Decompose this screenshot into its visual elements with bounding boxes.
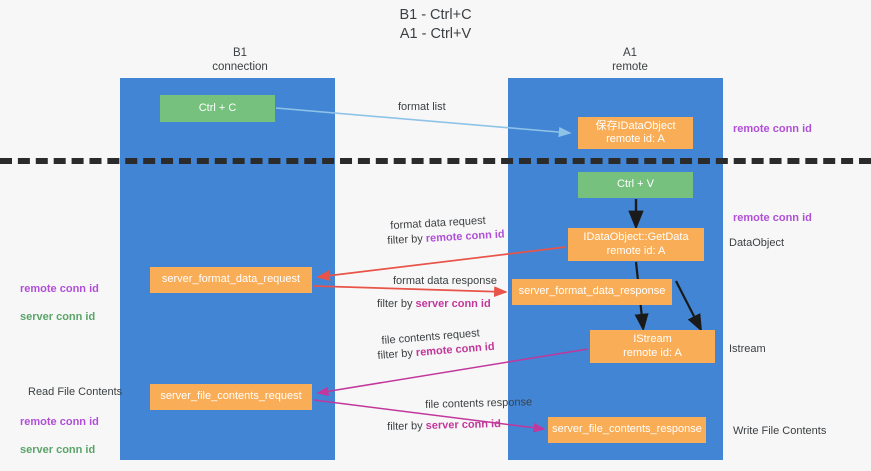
node-idataobject-getdata[interactable]: IDataObject::GetData remote id: A: [568, 228, 704, 261]
filter-key-server-conn-id: server conn id: [415, 298, 491, 310]
column-header-b1: B1 connection: [212, 47, 268, 73]
edge-label-format-list: format list: [398, 101, 446, 113]
column-header-a1: A1 remote: [612, 47, 648, 73]
annotation-remote-conn-id-top: remote conn id: [733, 123, 812, 135]
arrow-format-data-request: [316, 246, 567, 281]
node-server-format-data-request[interactable]: server_format_data_request: [150, 267, 312, 293]
node-ctrl-c[interactable]: Ctrl + C: [160, 95, 275, 122]
annotation-istream: Istream: [729, 343, 766, 355]
annotation-left-conn-ids-bottom: remote conn id server conn id: [20, 401, 99, 471]
filter-prefix: filter by: [387, 419, 426, 433]
dashed-divider: [0, 158, 871, 164]
filter-prefix: filter by: [387, 232, 427, 247]
page-title: B1 - Ctrl+C A1 - Ctrl+V: [399, 7, 472, 42]
node-server-file-contents-response[interactable]: server_file_contents_response: [548, 417, 706, 443]
annotation-server-conn-id: server conn id: [20, 311, 96, 323]
node-ctrl-v[interactable]: Ctrl + V: [578, 172, 693, 198]
edge-label-format-data-response: format data response: [393, 275, 497, 287]
node-server-format-data-response[interactable]: server_format_data_response: [512, 279, 672, 305]
node-save-idataobject[interactable]: 保存IDataObject remote id: A: [578, 117, 693, 149]
edge-label-format-data-response-filter: filter by server conn id: [377, 297, 491, 311]
annotation-read-file-contents: Read File Contents: [28, 386, 123, 398]
annotation-remote-conn-id-mid: remote conn id: [733, 212, 812, 224]
edge-label-file-contents-response-filter: filter by server conn id: [387, 417, 501, 434]
arrow-format-data-response: [313, 285, 508, 298]
arrow-file-contents-response: [313, 399, 546, 433]
filter-prefix: filter by: [377, 346, 417, 362]
arrow-format-list: [275, 107, 572, 138]
annotation-server-conn-id: server conn id: [20, 444, 96, 456]
edge-label-file-contents-response: file contents response: [425, 396, 533, 411]
node-server-file-contents-request[interactable]: server_file_contents_request: [150, 384, 312, 410]
filter-prefix: filter by: [377, 298, 416, 310]
arrow-response-istream: [675, 280, 703, 332]
annotation-left-conn-ids-top: remote conn id server conn id: [20, 268, 99, 338]
annotation-remote-conn-id: remote conn id: [20, 283, 99, 295]
annotation-dataobject: DataObject: [729, 237, 785, 249]
arrow-file-contents-request: [316, 348, 589, 397]
annotation-remote-conn-id: remote conn id: [20, 416, 99, 428]
annotation-write-file-contents: Write File Contents: [733, 425, 827, 437]
filter-key-server-conn-id: server conn id: [425, 418, 502, 432]
node-istream[interactable]: IStream remote id: A: [590, 330, 715, 363]
